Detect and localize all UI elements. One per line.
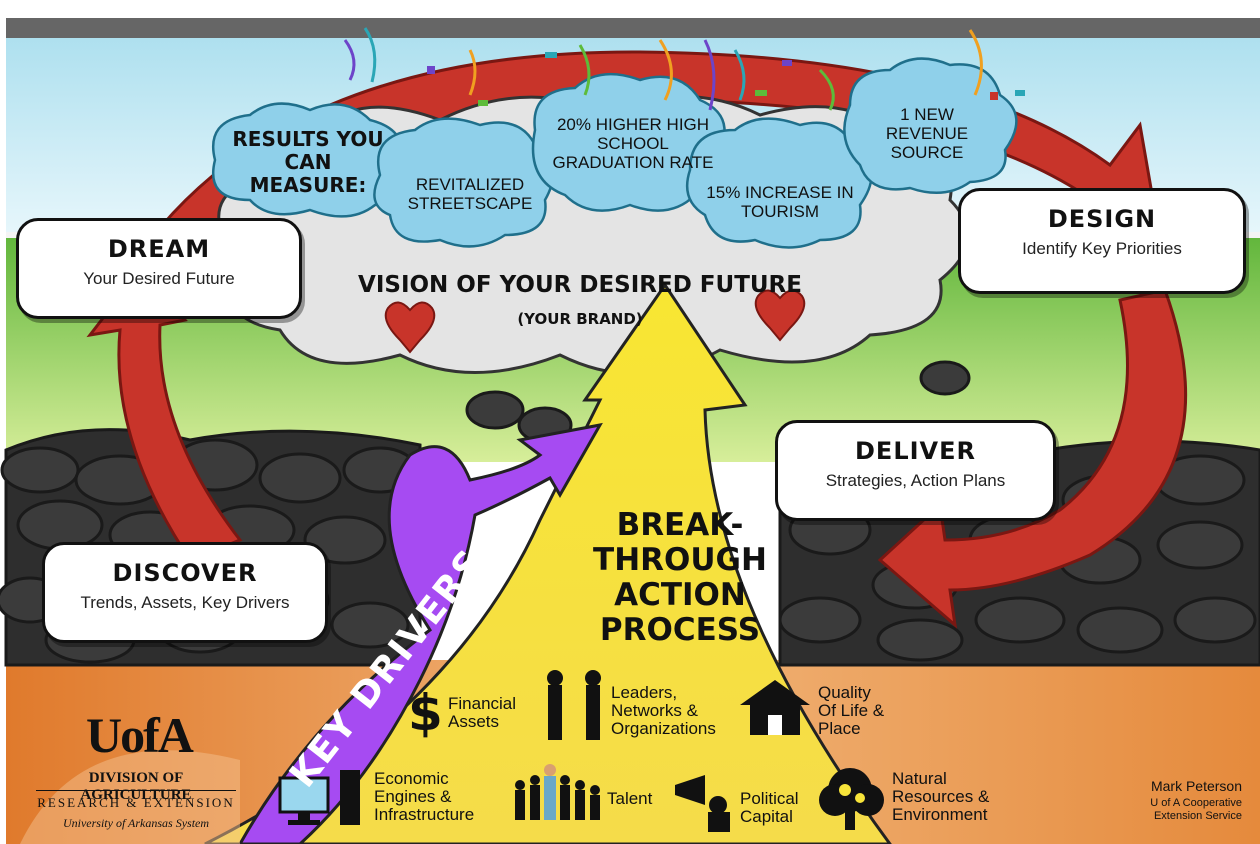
driver-talent: Talent <box>607 789 653 808</box>
vision-subtitle: (YOUR BRAND) <box>517 310 643 328</box>
cloud-tourism <box>685 117 873 249</box>
driver-quality: Quality Of Life & Place <box>818 683 885 738</box>
logo-division: DIVISION OF AGRICULTURE <box>80 770 192 803</box>
breakthrough-line-1: BREAK- <box>616 507 744 543</box>
stage-dream: DREAM Your Desired Future <box>16 218 302 319</box>
confetti-bits <box>427 52 1025 106</box>
results-heading: RESULTS YOU CAN MEASURE: <box>232 127 384 197</box>
stage-discover-sub: Trends, Assets, Key Drivers <box>80 593 290 612</box>
server-icon <box>340 770 360 825</box>
stage-deliver-sub: Strategies, Action Plans <box>825 471 1006 490</box>
cloud-revenue-text: 1 NEW REVENUE SOURCE <box>885 105 969 162</box>
logo-system: University of Arkansas System <box>62 816 210 830</box>
cloud-tourism-text: 15% INCREASE IN TOURISM <box>706 183 854 221</box>
cloud-revenue <box>843 57 1018 194</box>
stage-deliver: DELIVER Strategies, Action Plans <box>775 420 1056 521</box>
breakthrough-line-4: PROCESS <box>599 612 761 648</box>
breakthrough-title: BREAK- THROUGH ACTION PROCESS <box>560 508 800 648</box>
stage-design-sub: Identify Key Priorities <box>1022 239 1182 258</box>
driver-natural: Natural Resources & Environment <box>892 769 990 824</box>
stage-design-title: DESIGN <box>1047 205 1157 233</box>
breakthrough-line-3: ACTION <box>614 577 746 613</box>
driver-financial: Financial Assets <box>448 694 517 731</box>
stage-design: DESIGN Identify Key Priorities <box>958 188 1246 294</box>
confetti <box>343 27 983 111</box>
key-drivers-ribbon <box>238 422 603 844</box>
cloud-streetscape <box>373 117 555 248</box>
house-icon <box>740 680 810 735</box>
stage-discover-title: DISCOVER <box>112 559 258 587</box>
person-icon-right <box>586 685 600 740</box>
breakthrough-line-2: THROUGH <box>593 542 767 578</box>
stage-discover: DISCOVER Trends, Assets, Key Drivers <box>42 542 328 643</box>
logo-divider <box>36 790 236 791</box>
person-icon-left <box>548 685 562 740</box>
megaphone-icon <box>675 775 705 805</box>
icons: $ <box>278 670 884 832</box>
stage-dream-sub: Your Desired Future <box>83 269 235 288</box>
heart-icon-right <box>754 289 806 342</box>
crowd-icon <box>515 764 600 820</box>
tree-icon <box>819 768 884 830</box>
uofa-logo-mark: UofA <box>86 707 194 763</box>
vision-title: VISION OF YOUR DESIRED FUTURE <box>358 272 802 298</box>
stage-dream-title: DREAM <box>107 235 211 263</box>
driver-leaders: Leaders, Networks & Organizations <box>611 683 716 738</box>
stage-deliver-title: DELIVER <box>855 437 976 465</box>
driver-political: Political Capital <box>740 789 799 826</box>
logo-research: RESEARCH & EXTENSION <box>37 795 235 810</box>
cycle-arrow-right <box>877 288 1188 629</box>
cloud-graduation-text: 20% HIGHER HIGH SCHOOL GRADUATION RATE <box>552 115 714 172</box>
driver-economic: Economic Engines & Infrastructure <box>374 769 475 824</box>
credit-org: U of A Cooperative Extension Service <box>1150 797 1242 822</box>
credit-name: Mark Peterson <box>1150 778 1242 794</box>
dollar-icon: $ <box>408 684 443 742</box>
cloud-streetscape-text: REVITALIZED STREETSCAPE <box>407 175 533 213</box>
heart-icon-left <box>384 301 436 354</box>
